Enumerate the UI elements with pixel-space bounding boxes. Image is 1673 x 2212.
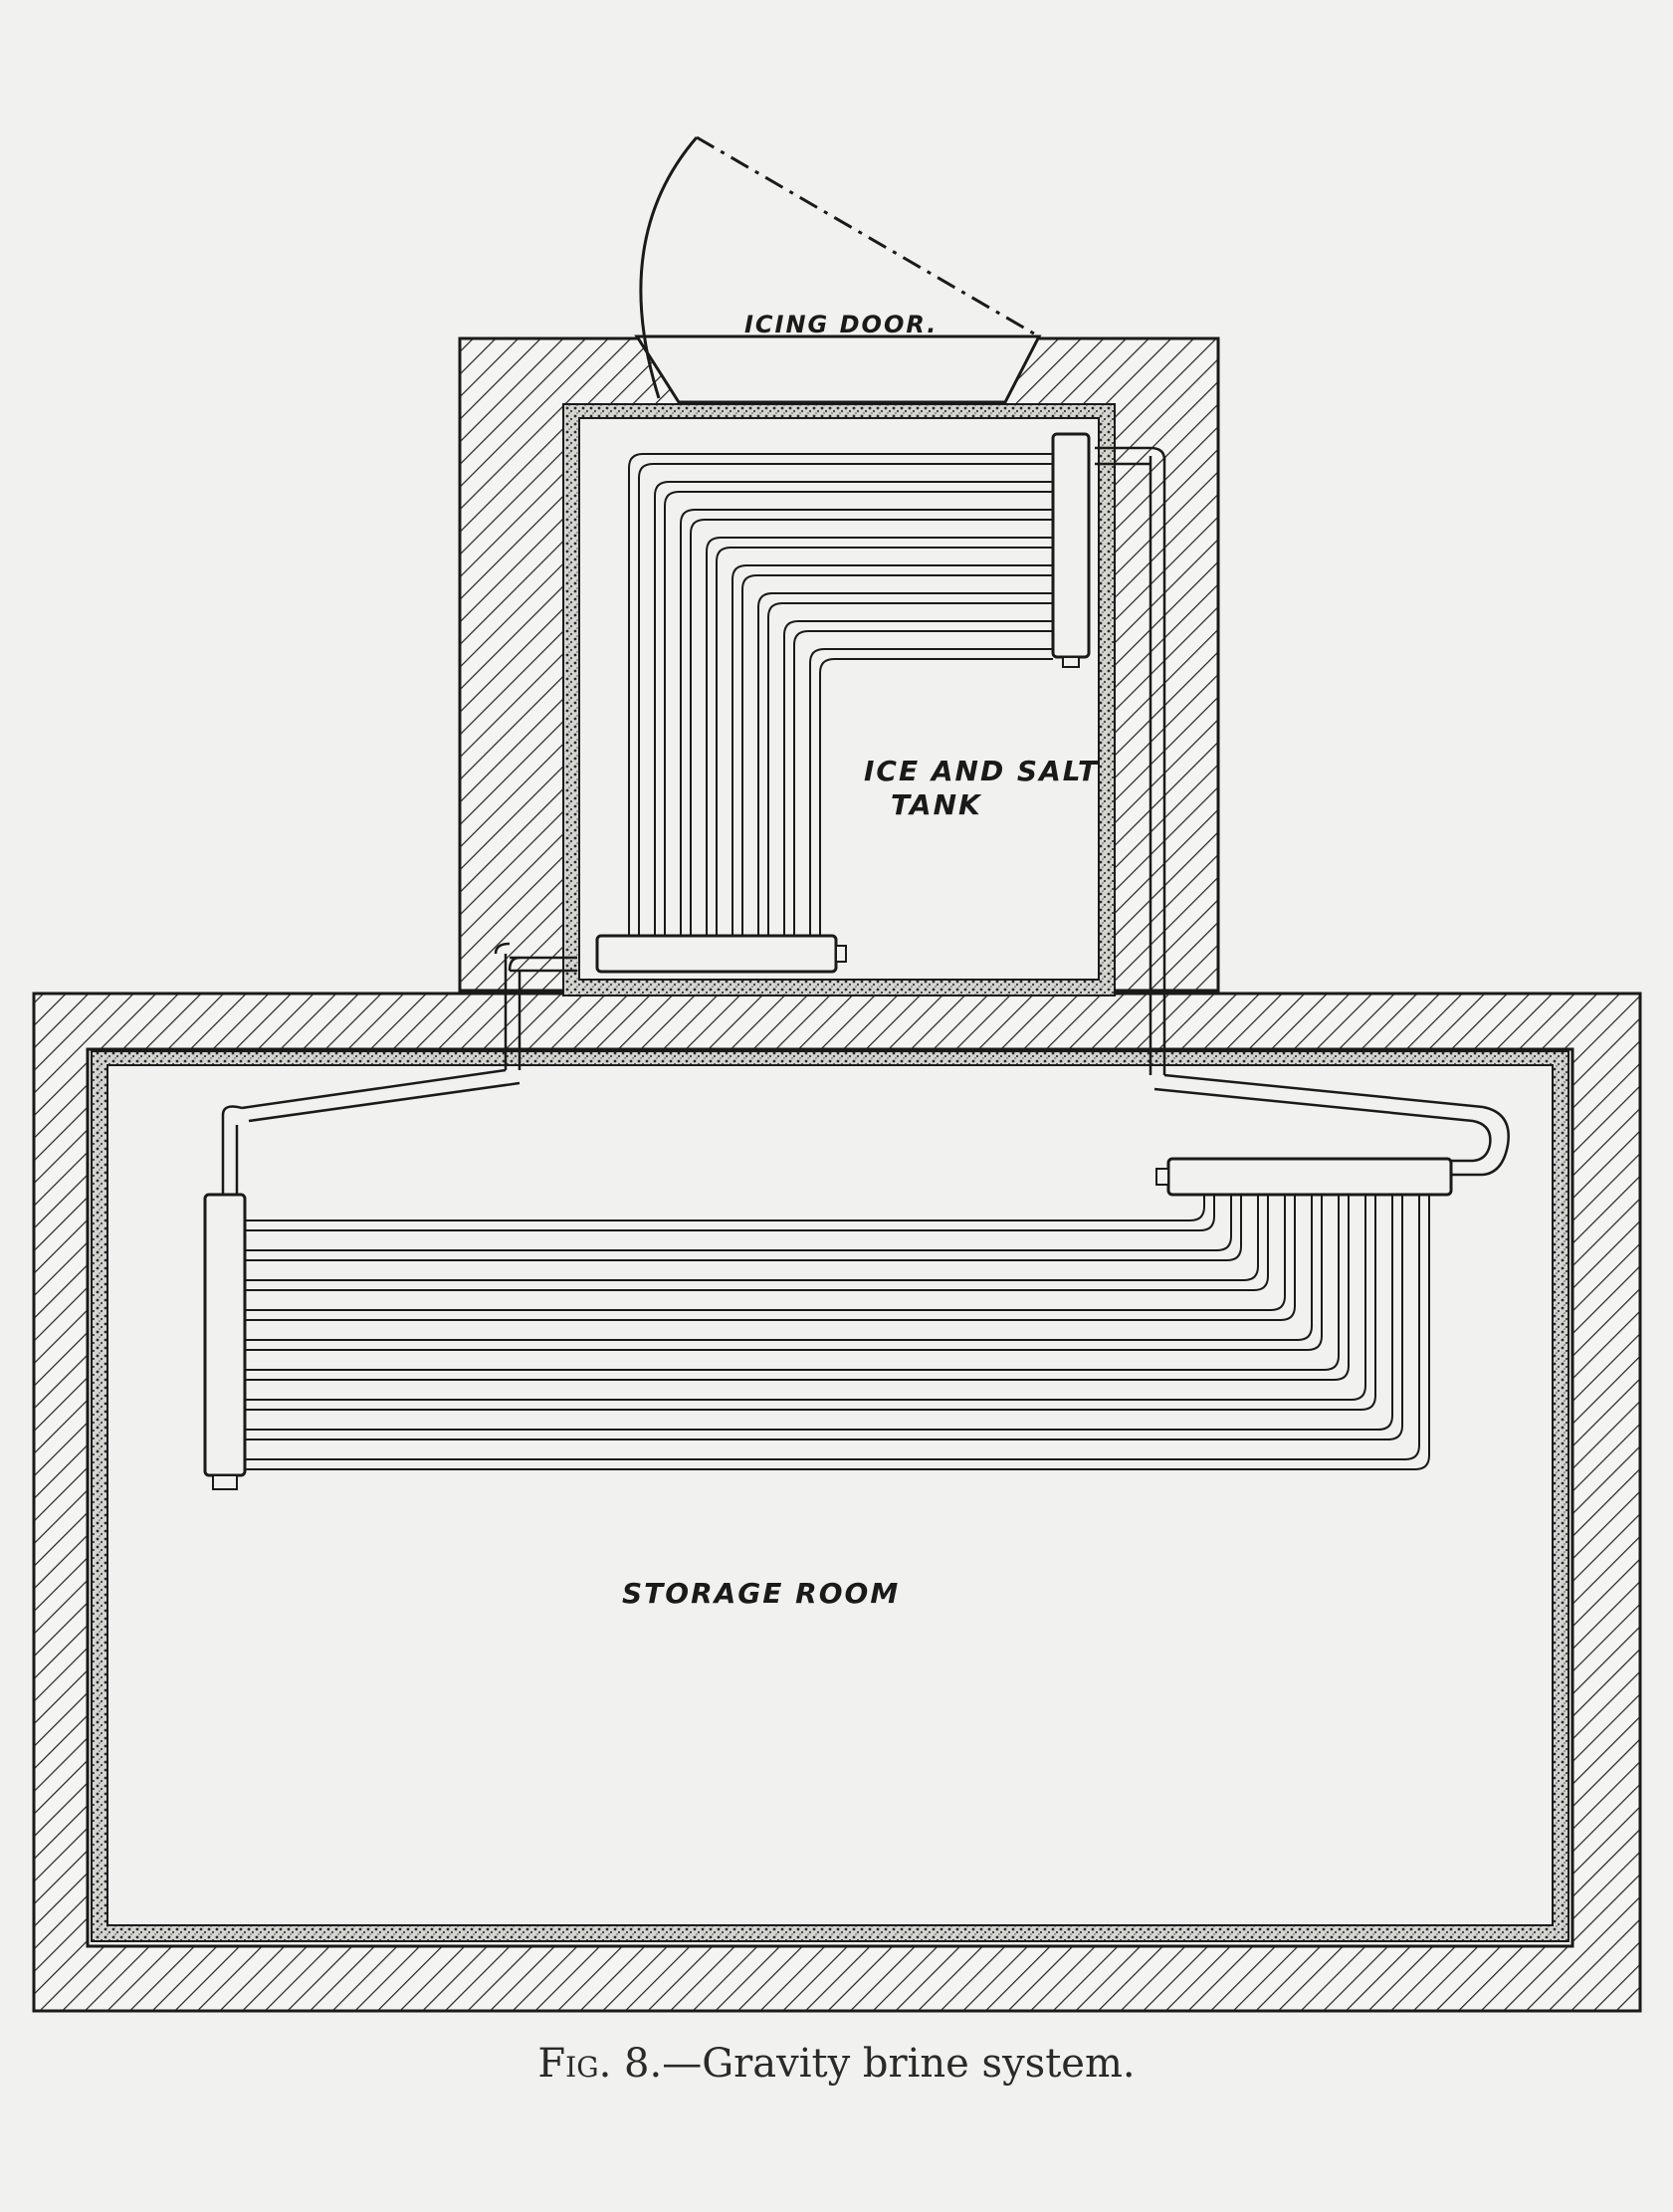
- room-left-header: [203, 1193, 247, 1490]
- tank-brine-coil: [628, 453, 1053, 946]
- caption-dash: —: [662, 2041, 703, 2087]
- room-coil-pipe: [245, 1195, 1420, 1460]
- room-coil-pipe: [245, 1195, 1376, 1411]
- tank-coil-pipe: [732, 564, 1053, 946]
- room-coil-pipe: [245, 1195, 1403, 1440]
- storage-room-label: STORAGE ROOM: [622, 1577, 900, 1610]
- tank-bottom-header: [595, 934, 847, 974]
- left-pipe: [504, 954, 577, 1070]
- connecting-pipes: [221, 446, 1510, 1200]
- tank-coil-pipe: [757, 592, 1053, 946]
- tank-coil-pipe: [628, 453, 1053, 946]
- tank-coil-pipe: [819, 658, 1053, 946]
- room-insulation: [91, 1050, 1569, 1942]
- room-coil-pipe: [245, 1195, 1242, 1261]
- room-coil-pipe: [245, 1195, 1296, 1321]
- icing-door-label: ICING DOOR.: [744, 311, 938, 338]
- storage-room-walls: [32, 992, 1642, 2013]
- room-coil-pipe: [245, 1195, 1259, 1281]
- tank-coil-pipe: [680, 509, 1053, 946]
- right-top-bend: [1095, 446, 1166, 466]
- icing-door: [634, 135, 1042, 404]
- storage-room-brine-coil: [245, 1195, 1430, 1470]
- tank-coil-pipe: [767, 602, 1053, 946]
- tank-coil-pipe: [716, 547, 1053, 946]
- room-coil-pipe: [245, 1195, 1286, 1311]
- room-coil-pipe: [245, 1195, 1205, 1221]
- tank-label-line2: TANK: [891, 788, 982, 821]
- figure-caption: Fig. 8.—Gravity brine system.: [0, 2041, 1673, 2087]
- tank-coil-pipe: [783, 620, 1053, 946]
- right-diagonal: [1153, 1073, 1484, 1123]
- room-coil-pipe: [245, 1195, 1232, 1251]
- room-coil-pipe: [245, 1195, 1313, 1341]
- tank-top-header: [1051, 432, 1091, 668]
- right-u-bend: [1448, 1105, 1510, 1177]
- room-coil-pipe: [245, 1195, 1323, 1351]
- room-coil-pipe: [245, 1195, 1393, 1431]
- tank-label-line1: ICE AND SALT: [864, 755, 1099, 787]
- room-coil-pipe: [245, 1195, 1269, 1291]
- left-drop: [221, 1105, 243, 1200]
- tank-coil-pipe: [664, 491, 1053, 946]
- caption-fig-word: Fig.: [537, 2041, 612, 2087]
- tank-coil-pipe: [638, 463, 1053, 946]
- tank-coil-pipe: [809, 648, 1053, 946]
- room-right-header: [1155, 1157, 1453, 1197]
- room-coil-pipe: [245, 1195, 1430, 1470]
- tank-insulation: [562, 403, 1116, 996]
- left-diagonal: [241, 1068, 521, 1123]
- tank-coil-pipe: [690, 519, 1053, 946]
- caption-title: Gravity brine system.: [702, 2041, 1136, 2087]
- room-coil-pipe: [245, 1195, 1350, 1381]
- room-coil-pipe: [245, 1195, 1340, 1371]
- left-pipe-bend: [494, 942, 521, 972]
- room-coil-pipe: [245, 1195, 1366, 1401]
- tank-coil-pipe: [654, 481, 1053, 946]
- room-coil-pipe: [245, 1195, 1215, 1231]
- tank-coil-pipe: [741, 574, 1053, 946]
- tank-coil-pipe: [793, 630, 1053, 946]
- right-riser: [1149, 456, 1166, 1075]
- tank-coil-pipe: [706, 537, 1053, 946]
- caption-fig-number: 8.: [624, 2041, 663, 2087]
